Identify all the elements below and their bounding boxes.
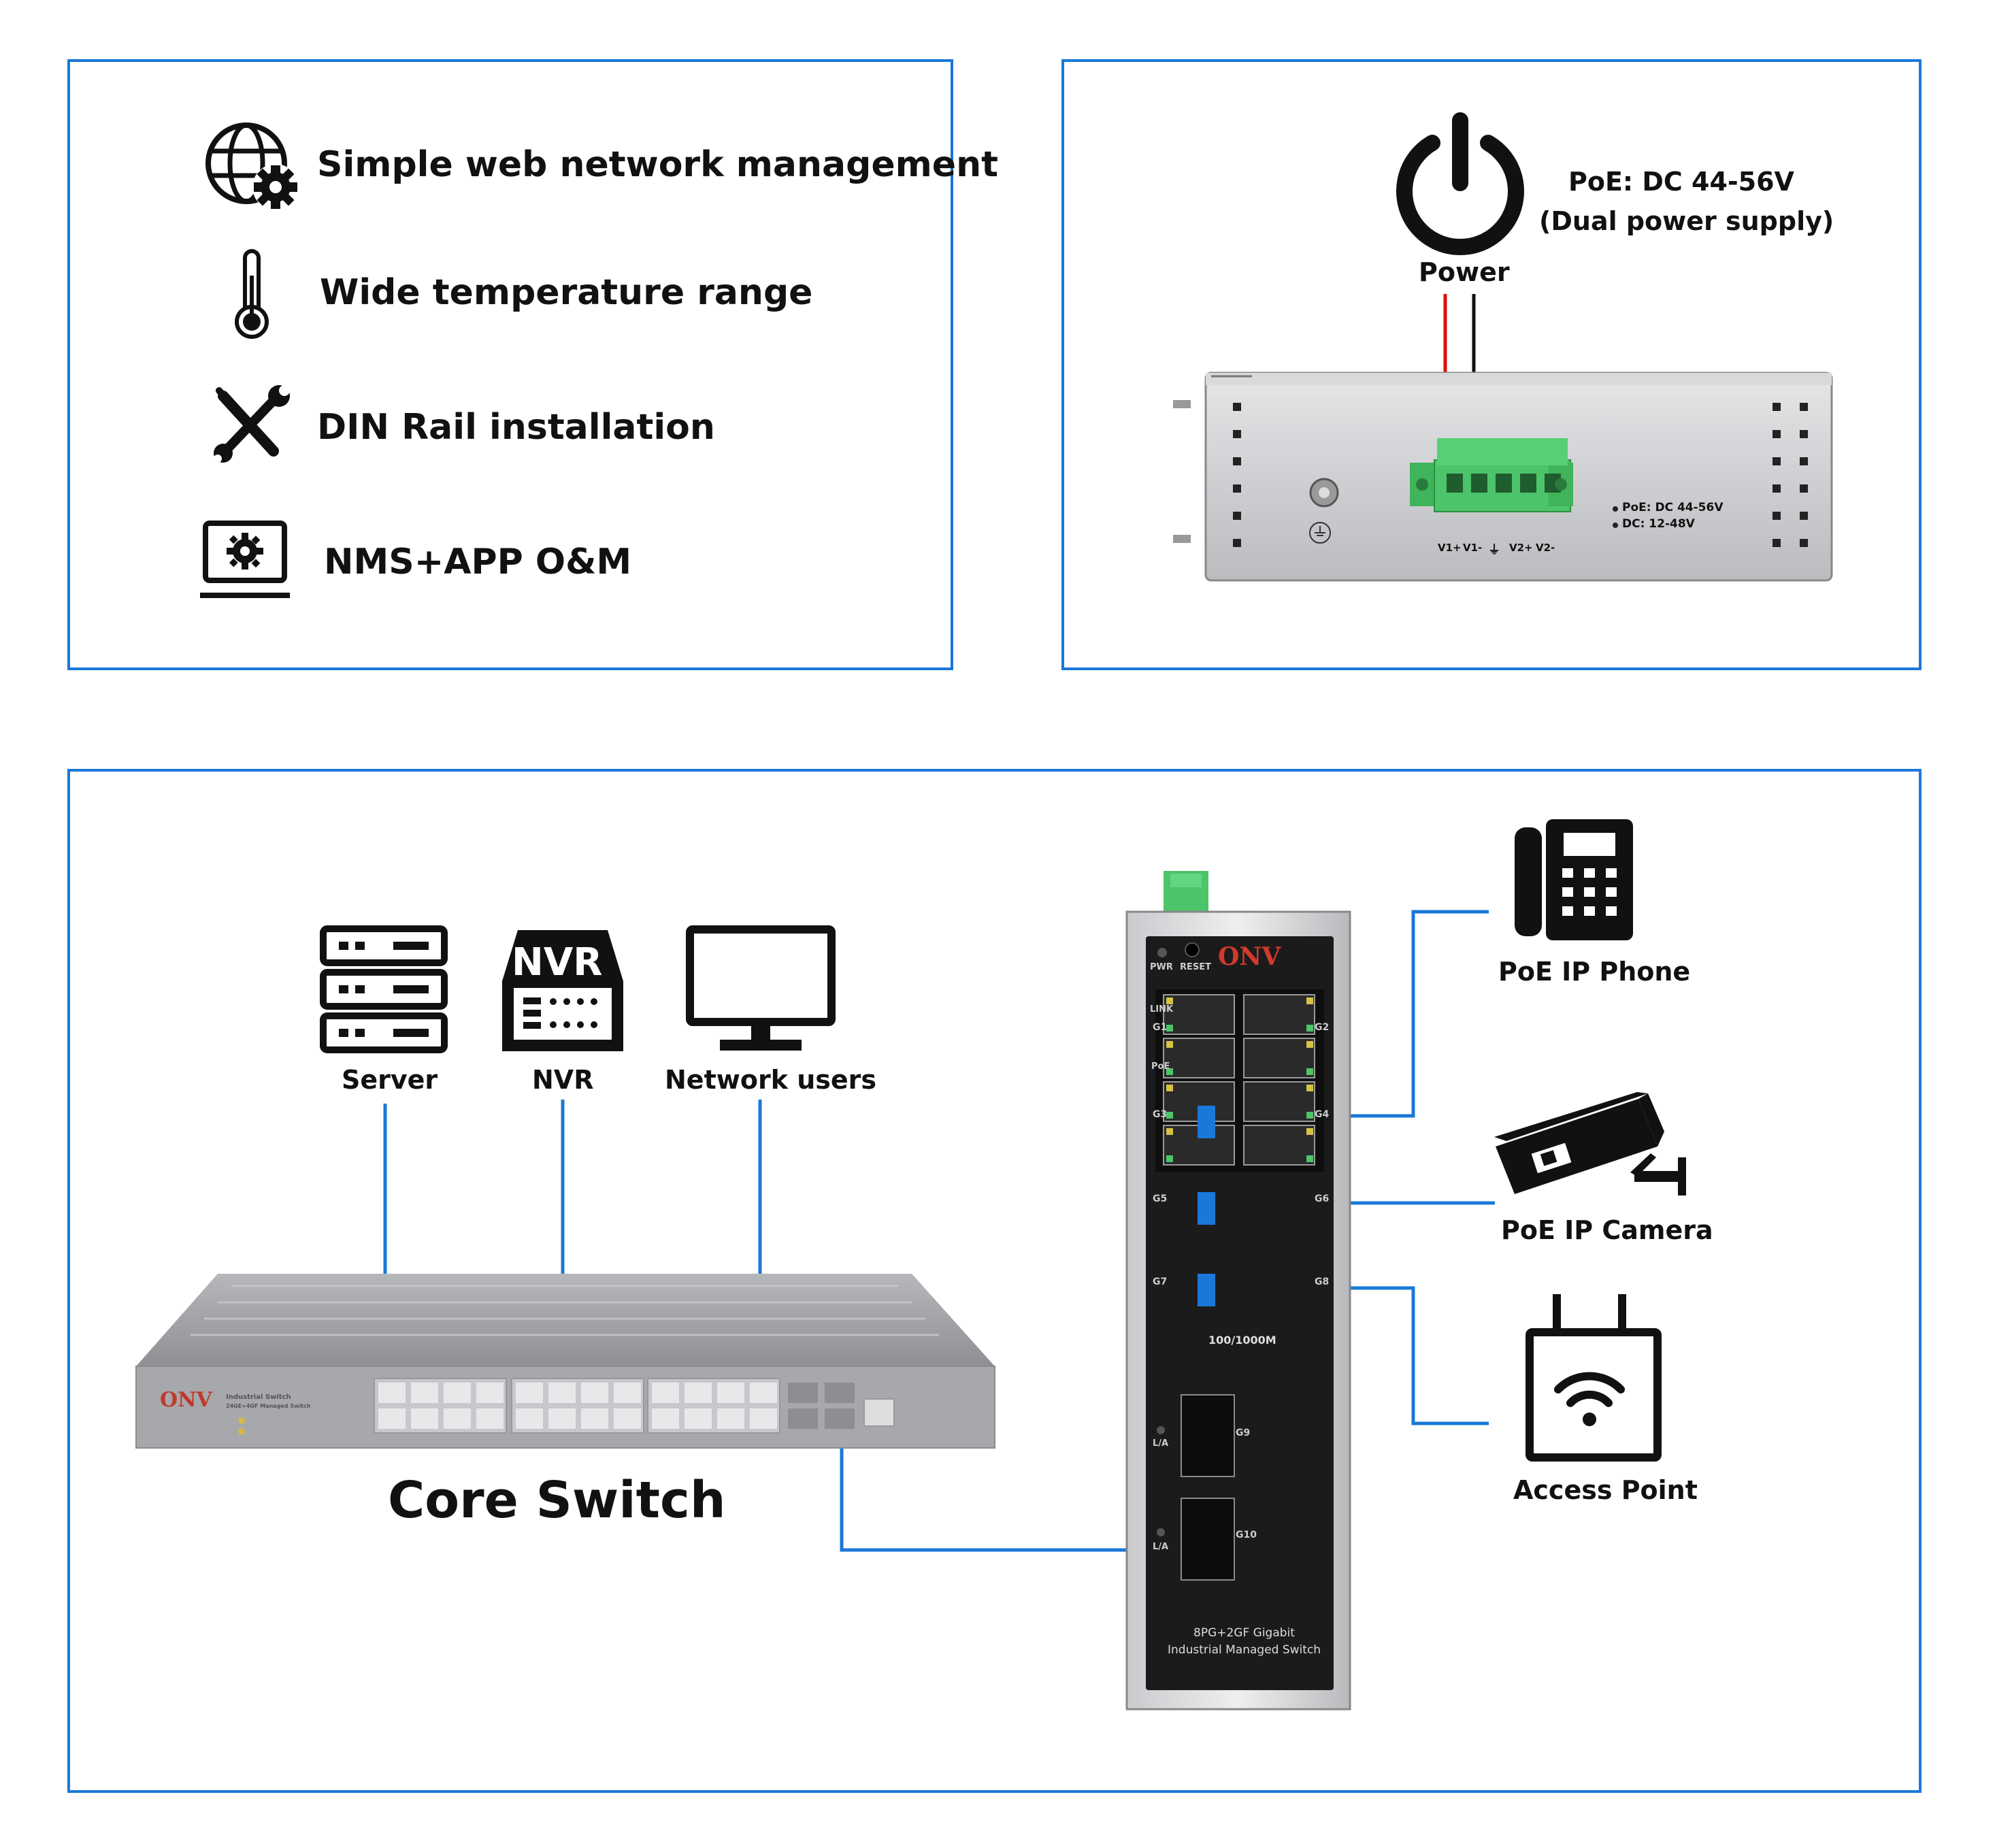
port-label-g2: G2 (1315, 1022, 1330, 1033)
nvr-icon-text: NVR (512, 940, 603, 985)
sfp-g10-label: G10 (1236, 1530, 1257, 1540)
switch-link: LINK (1150, 1004, 1174, 1014)
spec-bullet-1 (1613, 506, 1618, 512)
power-spec-line2: (Dual power supply) (1539, 206, 1834, 236)
globe-gear-icon (205, 122, 299, 210)
thermometer-icon (235, 249, 269, 339)
sfp-g9-label: G9 (1236, 1428, 1251, 1438)
nvr-icon (502, 930, 623, 1051)
port-label-g1: G1 (1153, 1022, 1168, 1033)
core-brand: ONV (160, 1388, 212, 1412)
core-switch-image (135, 1274, 995, 1449)
ip-phone-icon (1515, 819, 1633, 940)
access-point-label: Access Point (1513, 1475, 1698, 1505)
feature-web-text: Simple web network management (317, 144, 998, 185)
core-model2: 24GE+4GF Managed Switch (226, 1403, 311, 1409)
switch-model1: 8PG+2GF Gigabit (1193, 1626, 1295, 1640)
port-g5-highlight (1198, 1192, 1215, 1225)
ip-camera-icon (1494, 1092, 1686, 1195)
sfp-la-label1: L/A (1153, 1438, 1169, 1449)
terminal-v2n: V2- (1536, 542, 1555, 554)
port-label-g4: G4 (1315, 1109, 1330, 1120)
power-icon (1396, 112, 1524, 255)
port-label-g6: G6 (1315, 1193, 1330, 1204)
switch-poe: PoE (1151, 1061, 1170, 1072)
port-label-g7: G7 (1153, 1276, 1168, 1287)
switch-top-view (1173, 372, 1833, 582)
feature-temp-text: Wide temperature range (320, 272, 813, 313)
server-icon (320, 925, 448, 1053)
server-label: Server (342, 1065, 438, 1095)
power-spec-line1: PoE: DC 44-56V (1568, 167, 1794, 197)
core-model1: Industrial Switch (226, 1393, 291, 1401)
core-switch-label: Core Switch (388, 1471, 726, 1530)
monitor-gear-icon (200, 521, 290, 598)
tools-icon (214, 385, 290, 463)
switch-reset: RESET (1180, 962, 1212, 972)
port-label-g8: G8 (1315, 1276, 1330, 1287)
switch-model2: Industrial Managed Switch (1168, 1643, 1321, 1657)
terminal-v2p: V2+ (1509, 542, 1533, 554)
spec-bullet-2 (1613, 523, 1618, 528)
monitor-icon (686, 925, 836, 1051)
switch-pwr: PWR (1150, 962, 1173, 972)
feature-nms-text: NMS+APP O&M (324, 542, 632, 582)
port-g3-highlight (1198, 1106, 1215, 1138)
port-label-g3: G3 (1153, 1109, 1168, 1120)
network-users-label: Network users (665, 1065, 876, 1095)
switch-speed: 100/1000M (1208, 1334, 1276, 1347)
power-label: Power (1419, 257, 1510, 287)
terminal-v1n: V1- (1463, 542, 1483, 554)
ip-camera-label: PoE IP Camera (1501, 1215, 1713, 1245)
terminal-gnd: ⏚ (1488, 543, 1500, 557)
ip-phone-label: PoE IP Phone (1498, 957, 1691, 987)
industrial-switch-image (1125, 871, 1351, 1711)
power-spec-small2: DC: 12-48V (1622, 517, 1695, 531)
terminal-v1p: V1+ (1438, 542, 1462, 554)
port-label-g5: G5 (1153, 1193, 1168, 1204)
access-point-icon (1526, 1294, 1662, 1462)
power-spec-small1: PoE: DC 44-56V (1622, 501, 1724, 514)
switch-brand: ONV (1218, 942, 1281, 971)
sfp-la-label2: L/A (1153, 1542, 1169, 1552)
port-g7-highlight (1198, 1274, 1215, 1306)
feature-din-text: DIN Rail installation (317, 407, 715, 448)
nvr-label: NVR (532, 1065, 594, 1095)
